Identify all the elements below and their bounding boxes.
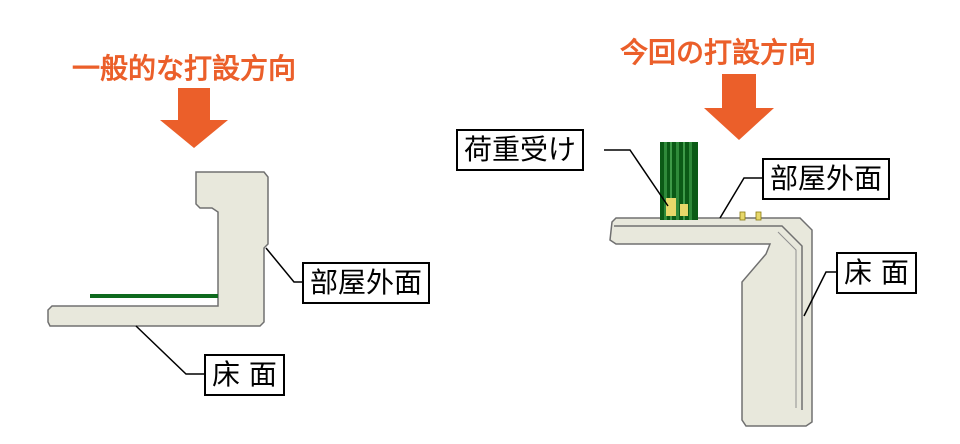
- left-concrete-section: [47, 171, 269, 327]
- right-floor-leader: [803, 271, 836, 317]
- right-rebar-inner: [777, 231, 797, 408]
- left-wall-leader: [265, 247, 302, 283]
- right-anchor-bolt: [755, 211, 762, 221]
- left-floor-leader: [135, 325, 204, 375]
- right-anchor-bolt: [739, 211, 746, 221]
- left-floor-rebar: [90, 294, 218, 298]
- load-receiver: [660, 142, 698, 220]
- right-rebar-top: [614, 225, 803, 410]
- left-wall-label: 部屋外面: [302, 262, 431, 304]
- right-load-leader: [604, 149, 669, 207]
- right-heading: 今回の打設方向: [620, 36, 817, 69]
- left-panel: [47, 88, 302, 375]
- right-floor-label: 床 面: [836, 252, 917, 294]
- right-concrete-section: [609, 217, 813, 427]
- right-wall-label: 部屋外面: [762, 158, 891, 200]
- load-receiver-label: 荷重受け: [456, 129, 585, 171]
- right-arrow-icon: [704, 74, 774, 140]
- left-floor-label: 床 面: [204, 354, 285, 396]
- left-arrow-icon: [160, 88, 228, 148]
- right-panel: [604, 74, 836, 427]
- left-heading: 一般的な打設方向: [72, 52, 297, 85]
- right-wall-leader: [719, 177, 762, 219]
